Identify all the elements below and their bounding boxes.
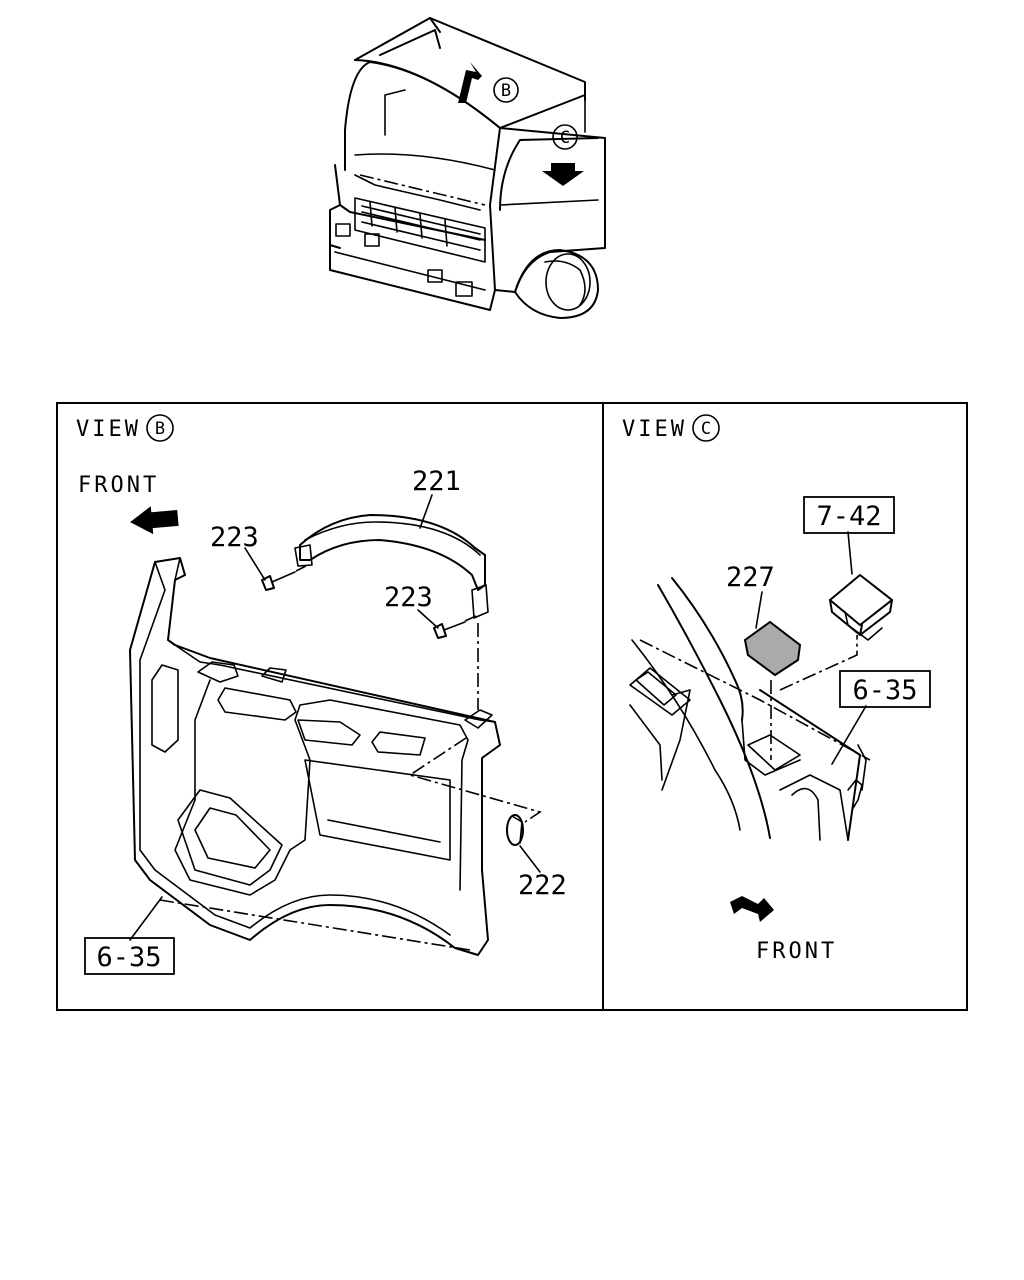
leader-6-35-b (129, 896, 163, 941)
switch-guide-line (779, 635, 858, 691)
view-b-title: VIEW (76, 417, 141, 442)
callout-221: 221 (412, 466, 461, 497)
view-b-panel: VIEW B FRONT (76, 414, 567, 975)
ref-box-7-42 (803, 496, 895, 534)
view-c-front-label: FRONT (756, 939, 837, 964)
views-frame (56, 402, 968, 1011)
view-b-front-label: FRONT (78, 473, 159, 498)
view-c-title: VIEW (622, 417, 687, 442)
callout-222: 222 (518, 870, 567, 901)
view-b-direction-arrow (458, 62, 482, 103)
callout-223-upper: 223 (210, 522, 259, 553)
leader-227 (755, 591, 763, 629)
door-pillar-structure (629, 577, 871, 841)
leader-222 (519, 845, 541, 873)
view-c-title-marker-circle (692, 414, 720, 442)
cover-plate (743, 620, 802, 677)
leader-223-upper (244, 547, 266, 581)
view-b-marker-text: B (501, 81, 511, 101)
leader-223-lower (417, 609, 439, 629)
callout-223-lower: 223 (384, 582, 433, 613)
view-b-front-arrow (130, 506, 179, 535)
cap-plug (506, 814, 524, 846)
assist-grip-handle (294, 514, 489, 619)
door-trim-panel (129, 557, 501, 956)
view-c-title-marker: C (701, 419, 711, 439)
bolt-upper (261, 565, 307, 591)
ref-6-35-b: 6-35 (96, 942, 161, 973)
view-c-marker-text: C (560, 128, 570, 148)
ref-6-35-c: 6-35 (852, 675, 917, 706)
view-b-title-marker-circle (146, 414, 174, 442)
view-c-panel: VIEW C (622, 414, 931, 964)
view-c-direction-arrow (542, 163, 584, 186)
switch-unit (829, 574, 893, 641)
view-c-front-arrow (730, 896, 774, 922)
callout-227: 227 (726, 562, 775, 593)
cap-guide-line (408, 737, 542, 823)
truck-cab-overview: B C (329, 17, 606, 319)
ref-box-6-35-c (839, 670, 931, 708)
view-c-marker-circle (552, 124, 578, 150)
view-b-title-marker: B (155, 419, 165, 439)
leader-6-35-c (831, 705, 867, 765)
leader-221 (419, 494, 433, 529)
view-b-marker-circle (493, 77, 519, 103)
leader-7-42 (847, 531, 853, 575)
bolt-lower (433, 615, 477, 639)
panel-edge-line (159, 899, 471, 951)
ref-7-42: 7-42 (816, 501, 881, 532)
ref-box-6-35-b (84, 937, 175, 975)
